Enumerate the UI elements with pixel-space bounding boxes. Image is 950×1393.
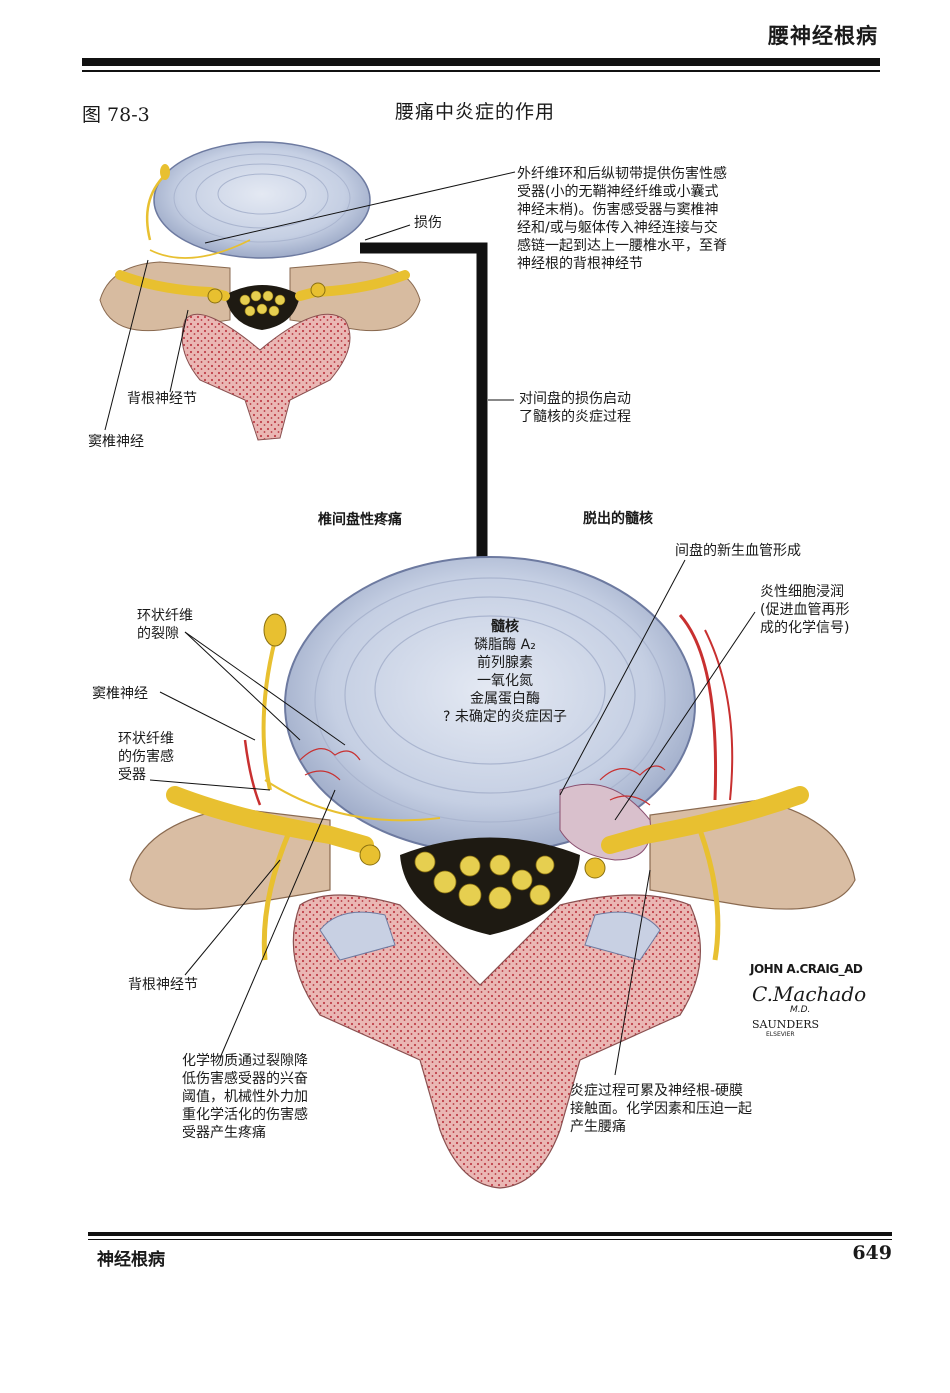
page-number: 649	[852, 1242, 892, 1264]
label-arrow-note: 对间盘的损伤启动 了髓核的炎症过程	[519, 391, 631, 425]
heading-herniated-nucleus: 脱出的髓核	[583, 511, 653, 527]
coartist-md: M.D.	[790, 1005, 811, 1015]
nucleus-item: 一氧化氮	[477, 673, 533, 689]
label-annular-nociceptor: 环状纤维 的伤害感 受器	[118, 731, 174, 783]
label-chemical-sensitization: 化学物质通过裂隙降 低伤害感受器的兴奋 阈值，机械性外力加 重化学活化的伤害感 …	[182, 1053, 308, 1141]
header-rule	[82, 58, 880, 66]
footer-rule	[88, 1232, 892, 1236]
top-leader-lines	[104, 171, 516, 431]
coartist-signature: C.Machado	[752, 982, 867, 1006]
footer-rule-thin	[88, 1239, 892, 1240]
heading-discogenic-pain: 椎间盘性疼痛	[318, 512, 402, 528]
label-bottom-drg: 背根神经节	[128, 977, 198, 993]
artist-signature: JOHN A.CRAIG_AD	[750, 962, 863, 976]
label-annular-fissure: 环状纤维 的裂隙	[137, 608, 193, 642]
figure-number: 图 78-3	[82, 104, 150, 126]
nucleus-item: ? 未确定的炎症因子	[443, 709, 567, 725]
nucleus-item: 磷脂酶 A₂	[474, 637, 536, 653]
footer-section: 神经根病	[97, 1250, 165, 1270]
publisher-name: SAUNDERS	[752, 1018, 820, 1031]
top-vertebra	[99, 141, 421, 441]
label-top-drg: 背根神经节	[127, 391, 197, 407]
header-rule-thin	[82, 70, 880, 72]
running-title: 腰神经根病	[768, 24, 878, 48]
figure-title: 腰痛中炎症的作用	[395, 101, 556, 123]
label-injury: 损伤	[414, 215, 442, 231]
bottom-vertebra	[129, 556, 856, 1189]
label-inflammatory-cells: 炎性细胞浸润 (促进血管再形 成的化学信号)	[760, 584, 850, 636]
nucleus-item: 金属蛋白酶	[470, 691, 540, 707]
nucleus-title: 髓核	[491, 619, 519, 635]
label-nerve-root-interface: 炎症过程可累及神经根-硬膜 接触面。化学因素和压迫一起 产生腰痛	[570, 1083, 752, 1135]
nucleus-item: 前列腺素	[477, 655, 533, 671]
publisher-sub: ELSEVIER	[766, 1031, 795, 1038]
nucleus-factors: 髓核 磷脂酶 A₂ 前列腺素 一氧化氮 金属蛋白酶 ? 未确定的炎症因子	[405, 618, 605, 726]
label-neovascularization: 间盘的新生血管形成	[675, 543, 801, 559]
label-nociceptor-fibers: 外纤维环和后纵韧带提供伤害性感 受器(小的无鞘神经纤维或小囊式 神经末梢)。伤害…	[517, 166, 727, 272]
label-bottom-sinuvertebral: 窦椎神经	[92, 686, 148, 702]
bottom-leader-lines	[149, 559, 756, 1076]
label-top-sinuvertebral: 窦椎神经	[88, 434, 144, 450]
